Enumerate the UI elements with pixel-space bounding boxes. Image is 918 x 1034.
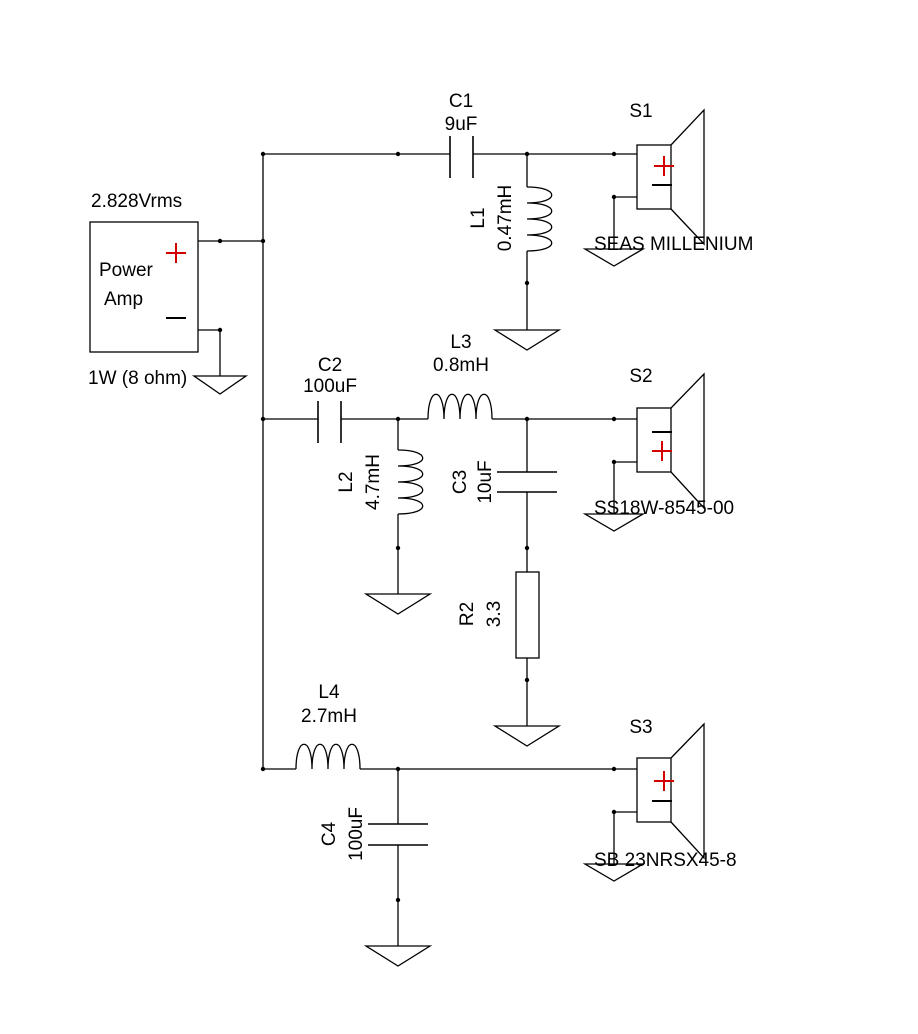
amplifier-voltage-label: 2.828Vrms bbox=[91, 191, 182, 212]
ground-icon bbox=[492, 725, 562, 747]
c2-value: 100uF bbox=[303, 376, 357, 397]
s1-model: SEAS MILLENIUM bbox=[594, 234, 753, 255]
capacitor-c4: C4 100uF bbox=[319, 769, 428, 946]
amplifier-name-line2: Amp bbox=[104, 289, 143, 310]
amplifier-plus-icon bbox=[166, 243, 186, 263]
ground-icon bbox=[363, 593, 433, 615]
l4-name: L4 bbox=[318, 682, 340, 703]
ground-icon bbox=[582, 248, 646, 267]
inductor-l2: L2 4.7mH bbox=[336, 419, 424, 594]
l4-value: 2.7mH bbox=[301, 706, 357, 727]
amplifier-power-label: 1W (8 ohm) bbox=[88, 368, 187, 389]
r2-name: R2 bbox=[457, 602, 478, 626]
s2-model: SS18W-8545-00 bbox=[594, 498, 734, 519]
capacitor-c1: C1 9uF bbox=[445, 91, 478, 178]
c1-value: 9uF bbox=[445, 114, 478, 135]
ground-icon bbox=[582, 863, 646, 882]
c4-name: C4 bbox=[319, 821, 340, 846]
power-amplifier: 2.828Vrms Power Amp 1W (8 ohm) bbox=[88, 191, 199, 389]
l2-name: L2 bbox=[336, 471, 357, 492]
s3-plus-icon bbox=[654, 771, 674, 791]
inductor-l1: L1 0.47mH bbox=[468, 154, 553, 330]
l3-name: L3 bbox=[450, 332, 471, 353]
mid-branch: C2 100uF L2 4.7mH L3 0.8mH bbox=[263, 332, 734, 747]
capacitor-c2: C2 100uF bbox=[303, 355, 357, 443]
c2-name: C2 bbox=[318, 355, 342, 376]
s3-model: SB 23NRSX45-8 bbox=[594, 850, 737, 871]
l1-value: 0.47mH bbox=[495, 185, 516, 252]
c3-name: C3 bbox=[450, 470, 471, 494]
main-bus bbox=[260, 151, 266, 772]
r2-value: 3.3 bbox=[484, 601, 505, 627]
ground-icon bbox=[191, 375, 249, 395]
speaker-s3: S3 SB 23NRSX45-8 bbox=[582, 717, 737, 882]
c1-name: C1 bbox=[449, 91, 473, 112]
amplifier-name-line1: Power bbox=[99, 260, 154, 281]
l2-value: 4.7mH bbox=[363, 454, 384, 510]
inductor-l3: L3 0.8mH bbox=[427, 332, 493, 420]
speaker-s1: S1 SEAS MILLENIUM bbox=[582, 101, 753, 267]
capacitor-c3: C3 10uF bbox=[450, 419, 557, 572]
c3-value: 10uF bbox=[475, 460, 496, 503]
s2-name: S2 bbox=[629, 366, 652, 387]
s1-plus-icon bbox=[654, 156, 674, 176]
s2-plus-icon bbox=[652, 441, 672, 461]
ground-icon bbox=[492, 329, 562, 351]
amplifier-box bbox=[89, 221, 199, 353]
s1-name: S1 bbox=[629, 101, 652, 122]
l3-value: 0.8mH bbox=[433, 355, 489, 376]
amplifier-output-wires bbox=[198, 238, 263, 376]
c4-value: 100uF bbox=[346, 807, 367, 861]
tweeter-branch: C1 9uF L1 0.47mH S1 bbox=[263, 91, 753, 351]
speaker-s2: S2 SS18W-8545-00 bbox=[582, 366, 734, 532]
s3-name: S3 bbox=[629, 717, 652, 738]
ground-icon bbox=[363, 945, 433, 967]
ground-icon bbox=[582, 513, 646, 532]
l1-name: L1 bbox=[468, 207, 489, 228]
resistor-r2: R2 3.3 bbox=[457, 571, 540, 726]
inductor-l4: L4 2.7mH bbox=[295, 682, 361, 770]
woofer-branch: L4 2.7mH C4 100uF S3 bbox=[263, 682, 737, 967]
